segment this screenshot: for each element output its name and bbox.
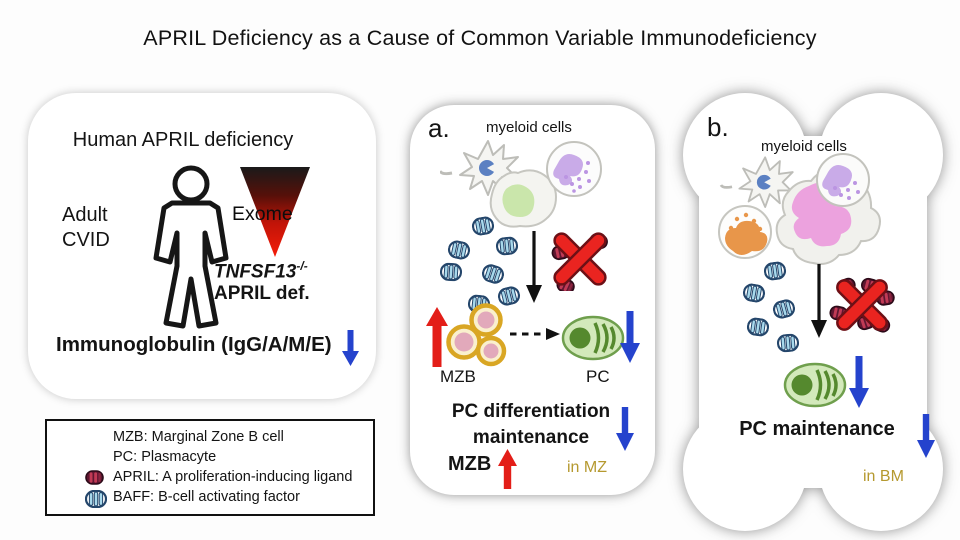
panel-a-myeloid-cells-label: myeloid cells [486,119,572,136]
patient-label: Adult CVID [62,203,110,253]
differentiation-dashed-arrow-icon [510,328,560,340]
baff-molecule-icon [85,490,107,508]
april-blocked-cross-icon [829,275,895,335]
april-deficiency-label: APRIL def. [214,283,310,304]
human-april-deficiency-panel: Human APRIL deficiency Adult CVID Exome … [28,93,376,399]
panel-b-location-label: in BM [863,468,904,485]
panel-b-bone-marrow: b. myeloid cells [683,88,955,536]
pc-cell-label: PC [586,367,610,386]
immunoglobulin-label: Immunoglobulin (IgG/A/M/E) [56,333,332,356]
dendritic-cell-icon [440,140,519,196]
patient-label-line1: Adult [62,204,108,226]
neutrophil-cell-icon [816,153,870,207]
panel-b-label: b. [707,112,729,142]
panel-b-outcome-label: PC maintenance [739,418,895,440]
myeloid-cells-illustration [440,140,602,228]
panel-a-mzb-outcome-label: MZB [448,453,492,475]
legend-box: MZB: Marginal Zone B cell PC: Plasmacyte… [45,419,375,516]
panel-a-marginal-zone: a. myeloid cells [410,105,655,495]
panel-b-myeloid-cells-label: myeloid cells [761,138,847,155]
april-molecule-icon [85,470,104,485]
decrease-arrow-icon [616,407,634,451]
neutrophil-cell-icon [546,141,602,197]
april-blocked-cross-icon [550,231,610,291]
baff-molecule-icon [479,262,507,286]
gene-knockout-label: TNFSF13-/- [214,259,308,283]
exome-label: Exome [232,203,293,225]
human-figure-icon [153,165,229,329]
patient-label-line2: CVID [62,229,110,251]
baff-molecule-icon [495,235,519,257]
baff-molecule-icon [776,333,800,353]
panel-a-outcome-line2: maintenance [472,427,590,448]
panel-a-location-label: in MZ [567,459,607,476]
increase-arrow-icon [426,307,448,367]
baff-molecule-icon [762,260,788,282]
panel-a-outcome-line1: PC differentiation [451,401,611,422]
baff-molecule-icon [446,238,472,262]
decrease-arrow-icon [917,414,935,458]
decrease-arrow-icon [620,311,640,363]
baff-molecule-icon [470,215,496,237]
macrophage-cell-icon [489,169,558,228]
increase-arrow-icon [498,449,517,489]
exome-gradient-triangle-icon [240,167,310,257]
gene-name: TNFSF13 [214,261,297,283]
legend-text: PC: Plasmacyte [113,449,217,465]
dendritic-cell-icon [719,156,794,208]
legend-text: APRIL: A proliferation-inducing ligand [113,469,353,485]
decrease-arrow-icon [342,330,359,366]
signal-down-arrow-icon [811,264,827,338]
baff-molecule-icon [745,316,771,338]
legend-text: BAFF: B-cell activating factor [113,489,300,505]
gene-superscript: -/- [296,259,308,273]
decrease-arrow-icon [849,356,869,408]
baff-molecule-icon [741,282,767,304]
plasmacyte-cell-icon [783,362,847,408]
plasmacyte-cell-icon [561,315,625,361]
baff-molecule-icon [439,262,463,282]
mzb-cell-label: MZB [440,367,476,386]
mzb-cells-icon [446,303,507,367]
myeloid-cells-illustration [718,153,881,265]
legend-text: MZB: Marginal Zone B cell [113,429,284,445]
figure-title: APRIL Deficiency as a Cause of Common Va… [143,26,817,50]
signal-down-arrow-icon [526,231,542,303]
panel-a-label: a. [428,113,450,143]
left-panel-heading: Human APRIL deficiency [72,129,294,151]
eosinophil-cell-icon [718,205,772,259]
